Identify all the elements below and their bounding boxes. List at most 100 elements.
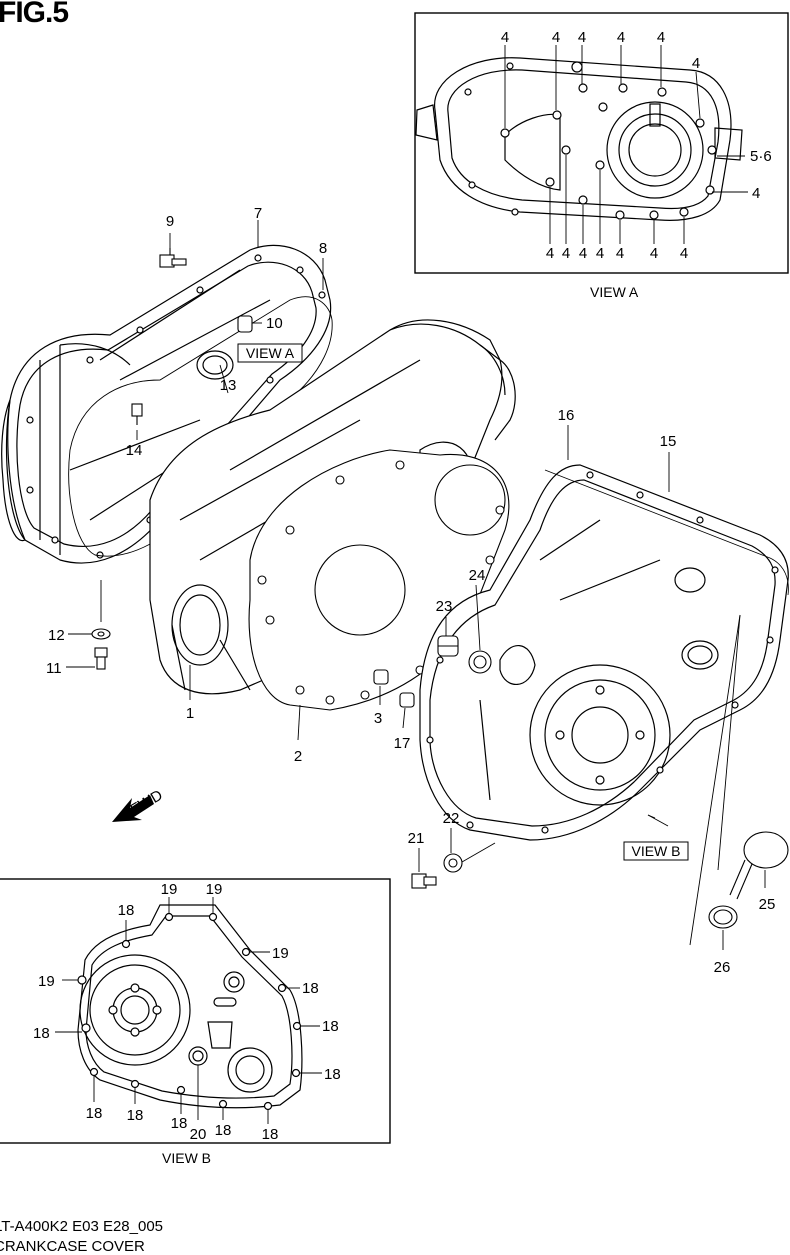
bolt-hole-a [552, 110, 562, 120]
rim-hole-a [464, 88, 472, 96]
dowel-10 [237, 315, 253, 333]
callout-1: 1 [186, 705, 194, 722]
callout-18: 18 [118, 902, 135, 919]
callout-3: 3 [374, 710, 382, 727]
callout-22: 22 [443, 810, 460, 827]
callout-18: 18 [171, 1115, 188, 1132]
main-callouts: 9 7 8 10 13 14 12 11 1 2 3 17 16 15 24 2… [46, 205, 775, 976]
main-leader-lines [66, 220, 766, 950]
washer-22 [443, 853, 463, 873]
callout-label: 4 [657, 29, 665, 46]
callout-20: 20 [190, 1126, 207, 1143]
callout-9: 9 [166, 213, 174, 230]
figure-title: FIG.5 [0, 0, 69, 29]
callout-18: 18 [215, 1122, 232, 1139]
dowel-17 [399, 692, 415, 708]
bearing-outer-a [606, 101, 704, 199]
inset-view-b-labels: 19 19 19 19 18 18 18 18 18 18 18 18 18 1… [33, 881, 341, 1143]
bearing-mid-a [618, 113, 692, 187]
rim-hole-a [468, 181, 476, 189]
dowel-3 [373, 669, 389, 685]
inset-view-b [0, 878, 391, 1144]
callout-label: 4 [579, 245, 587, 262]
view-b-marker: VIEW B [623, 841, 689, 861]
callout-2: 2 [294, 748, 302, 765]
callout-label: 4 [650, 245, 658, 262]
washer-12 [91, 628, 111, 640]
inset-frame-a [414, 12, 789, 274]
callout-label: 4 [617, 29, 625, 46]
callout-10: 10 [266, 315, 283, 332]
cover-outline-a [434, 57, 732, 221]
callout-17: 17 [394, 735, 411, 752]
right-crankcase-cover [419, 464, 789, 841]
callout-25: 25 [759, 896, 776, 913]
bolt-hole-a [545, 177, 555, 187]
bearing-inner-a [628, 123, 682, 177]
view-b-box-label: VIEW B [631, 843, 680, 859]
callout-19: 19 [272, 945, 289, 962]
callout-label: 4 [752, 185, 760, 202]
callout-label: 4 [578, 29, 586, 46]
inset-frame-b [0, 878, 391, 1144]
callout-11: 11 [46, 660, 62, 677]
view-a-box-label: VIEW A [246, 345, 295, 361]
bolt-hole-a [500, 128, 510, 138]
callout-label: 4 [501, 29, 509, 46]
bolt-hole-a [578, 195, 588, 205]
callout-label: 4 [546, 245, 554, 262]
rim-hole-a [511, 208, 519, 216]
callout-label: 4 [616, 245, 624, 262]
bolt-14 [131, 403, 143, 425]
callout-19: 19 [38, 973, 55, 990]
fwd-label: FWD [128, 787, 166, 819]
tab-left-a [415, 104, 438, 141]
recess-a [504, 113, 561, 191]
callout-12: 12 [48, 627, 65, 644]
plug-23 [437, 635, 459, 657]
slot-a [649, 103, 661, 127]
bolt-hole-a [595, 160, 605, 170]
bolt-21 [411, 873, 437, 889]
callout-19: 19 [206, 881, 223, 898]
callout-19: 19 [161, 881, 178, 898]
o-ring-24 [468, 650, 492, 674]
fwd-arrow: FWD [112, 787, 166, 822]
callout-18: 18 [33, 1025, 50, 1042]
bolt-hole-a [561, 145, 571, 155]
callout-label: 4 [680, 245, 688, 262]
bolt-hole-a [615, 210, 625, 220]
callout-18: 18 [302, 980, 319, 997]
bolt-11 [94, 647, 108, 670]
callout-18: 18 [86, 1105, 103, 1122]
callout-label: 4 [596, 245, 604, 262]
bolt-9 [159, 248, 187, 268]
small-parts [91, 248, 789, 929]
dipstick-25 [729, 831, 789, 900]
callout-label: 4 [562, 245, 570, 262]
callout-18: 18 [322, 1018, 339, 1035]
bolt-hole-a [705, 185, 715, 195]
callout-18: 18 [262, 1126, 279, 1143]
callout-14: 14 [126, 442, 143, 459]
inset-view-a-labels: 4 4 4 4 4 4 5·6 4 4 4 4 4 4 4 4 [501, 29, 772, 262]
bolt-hole-a [695, 118, 705, 128]
callout-16: 16 [558, 407, 575, 424]
callout-18: 18 [127, 1107, 144, 1124]
callout-13: 13 [220, 377, 237, 394]
inset-view-a [414, 12, 789, 274]
model-code: LT-A400K2 E03 E28_005 [0, 1218, 164, 1235]
gasket-8 [68, 296, 333, 557]
bolt-hole-a [707, 145, 717, 155]
callout-21: 21 [408, 830, 425, 847]
callout-18: 18 [324, 1066, 341, 1083]
cover-inner-a [447, 69, 720, 210]
callout-label: 4 [692, 55, 700, 72]
callout-8: 8 [319, 240, 327, 257]
dowel-hole-a [571, 61, 583, 73]
view-a-marker: VIEW A [237, 343, 303, 363]
callout-26: 26 [714, 959, 731, 976]
rim-hole-a [506, 62, 514, 70]
bolt-hole-a [618, 83, 628, 93]
